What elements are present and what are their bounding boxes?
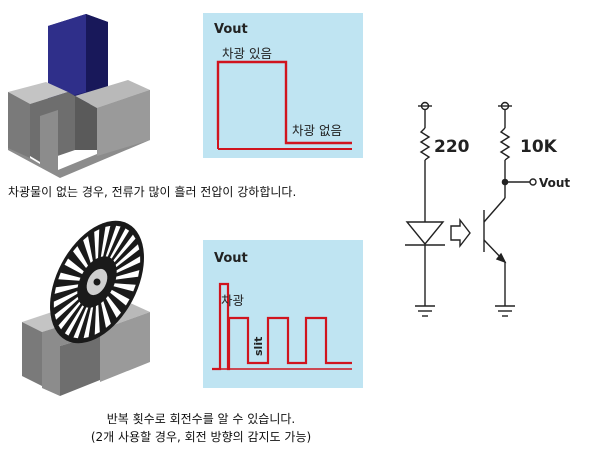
top-scope-title: Vout [214,22,248,37]
disk-slit [54,296,79,320]
disk-slit [94,304,100,335]
vout-terminal [529,178,537,186]
disk-shaft-hole [93,278,101,286]
circuit-diagram [405,101,537,317]
disk-slit [113,283,136,292]
blocking-plate [48,14,108,110]
bottom-caption-line1: 반복 횟수로 회전수를 알 수 있습니다. [106,412,296,426]
disk-slit [54,284,79,294]
light-arrow-icon [450,217,471,249]
disk-slit [113,234,136,263]
disk-slit [58,301,81,330]
disk-slit [110,228,130,259]
bottom-scope-title: Vout [214,251,248,266]
disk-slit [53,290,78,308]
top-scope-panel [203,13,363,158]
resistor-220-icon [419,127,431,161]
resistor-220-label: 220 [434,137,470,157]
disk-slit [101,301,111,328]
disk-slit [100,225,111,257]
top-level-high-label: 차광 있음 [222,46,272,61]
photo-interrupter-block-top [8,80,150,178]
bottom-caption-line2: (2개 사용할 경우, 회전 방향의 감지도 가능) [90,430,312,444]
resistor-10k-label: 10K [520,137,558,157]
disk-slit [64,258,84,275]
disk-slit [72,246,89,269]
disk-slit [115,270,140,280]
disk-slit [58,272,81,281]
disk-slit [115,244,140,268]
vout-label: Vout [539,176,570,190]
disk-slit [105,225,121,257]
slit-disk-illustration [22,220,150,396]
bottom-shade-label: 차광 [221,293,245,308]
bottom-waveform [212,282,352,371]
disk-slit [83,307,94,339]
resistor-10k-icon [499,127,511,161]
led-icon [405,221,445,246]
disk-slit [64,305,84,336]
disk-slit [110,289,130,306]
encoder-disk [50,220,144,344]
disk-slit [73,307,89,339]
bottom-slit-label: slit [252,337,265,356]
disk-slit [105,295,122,318]
top-level-low-label: 차광 없음 [292,123,342,138]
top-caption: 차광물이 없는 경우, 전류가 많이 흘러 전압이 강하합니다. [8,185,297,199]
disk-slit [83,236,93,263]
disk-slit [94,229,100,260]
disk-slit [116,256,141,274]
